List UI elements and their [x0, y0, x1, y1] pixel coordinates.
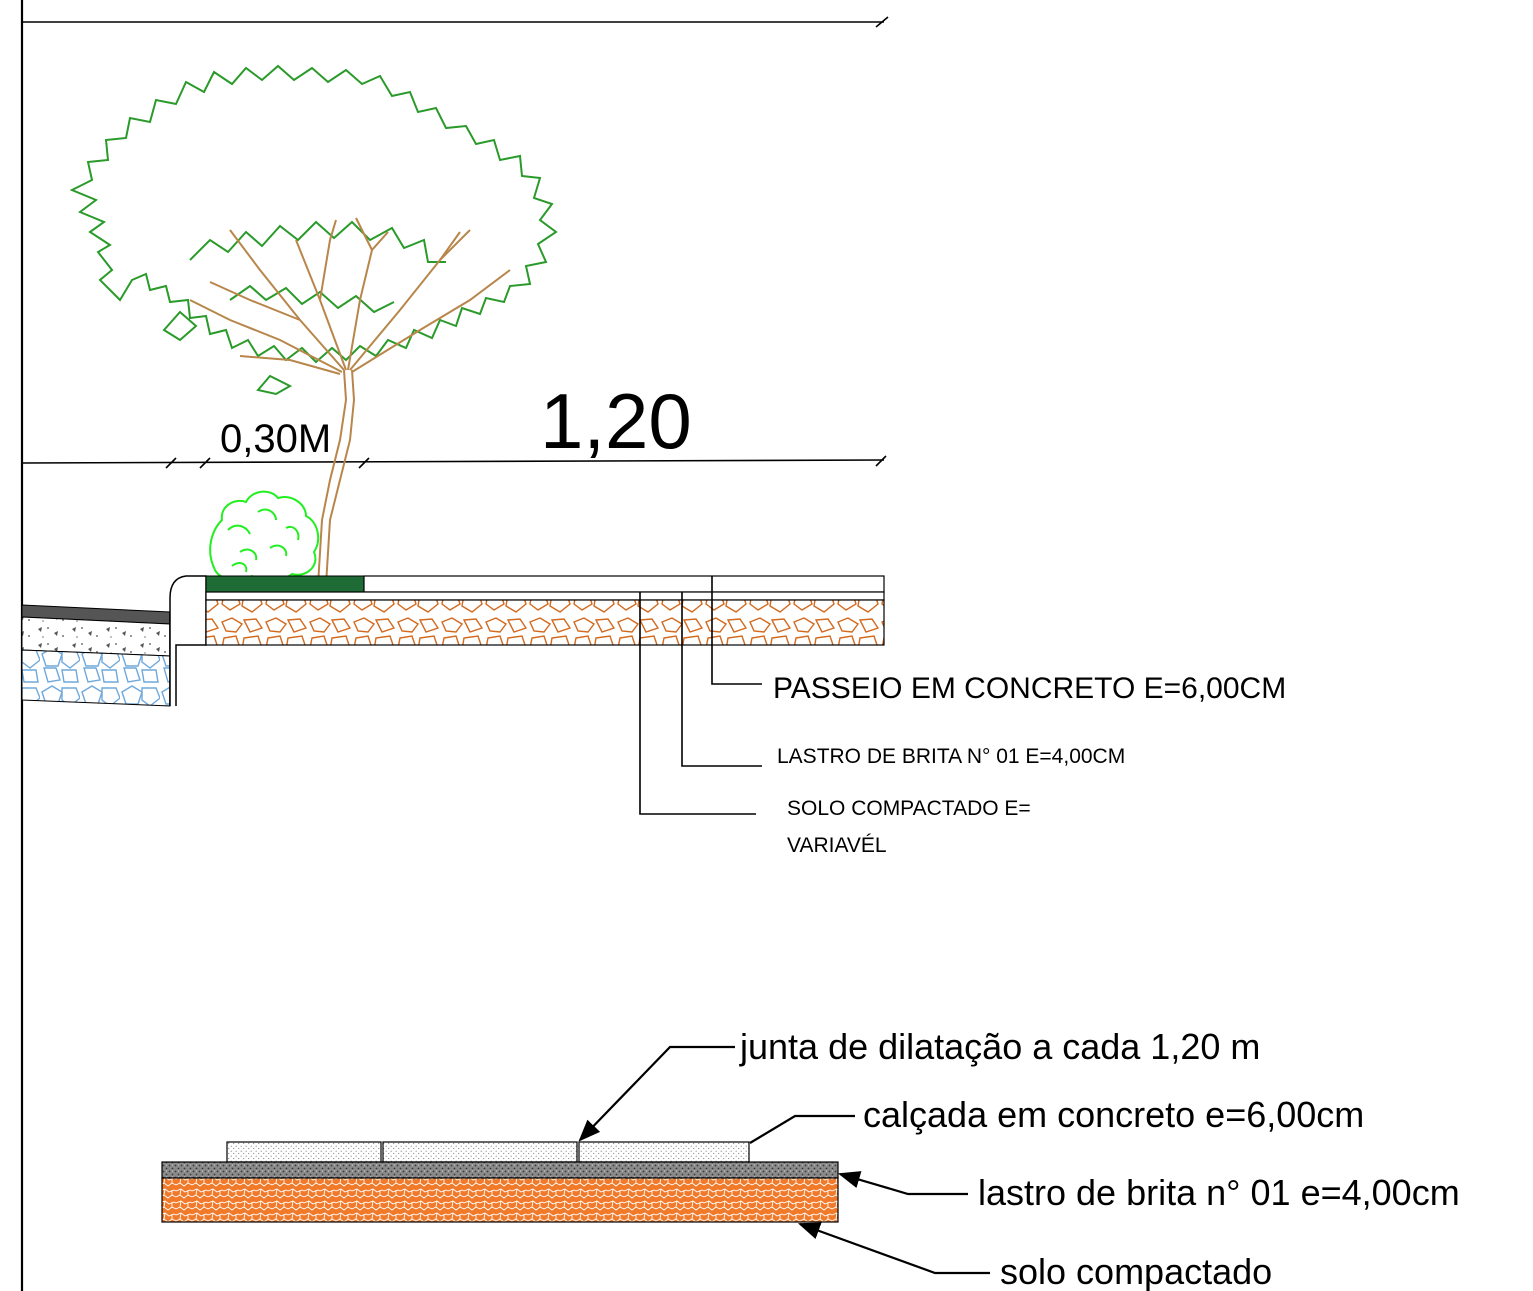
label-solo-line1: SOLO COMPACTADO E=: [787, 797, 1031, 820]
dimension-line: [21, 455, 887, 469]
label-passeio: PASSEIO EM CONCRETO E=6,00CM: [773, 672, 1286, 705]
shrub: [209, 490, 320, 582]
pavement-detail: [161, 1141, 839, 1223]
detail-leaders: [578, 1045, 990, 1275]
label-junta: junta de dilatação a cada 1,20 m: [739, 1026, 1260, 1067]
label-lastro: LASTRO DE BRITA N° 01 E=4,00CM: [777, 745, 1125, 768]
dimension-total-label: 1,20: [540, 377, 692, 465]
label-calcada: calçada em concreto e=6,00cm: [863, 1094, 1364, 1135]
tree-branches: [189, 217, 511, 586]
dimension-strip-label: 0,30M: [220, 417, 331, 461]
section-leaders: [639, 576, 762, 815]
sidewalk-concrete: [205, 575, 885, 601]
label-solo-detail: solo compactado: [1000, 1251, 1272, 1291]
tree-canopy: [69, 64, 558, 396]
curb: [169, 575, 207, 706]
label-solo-line2: VARIAVÉL: [787, 834, 887, 857]
compacted-soil-layer: [205, 599, 885, 646]
label-lastro-detail: lastro de brita n° 01 e=4,00cm: [978, 1172, 1460, 1213]
roadway-layers: [21, 604, 171, 707]
